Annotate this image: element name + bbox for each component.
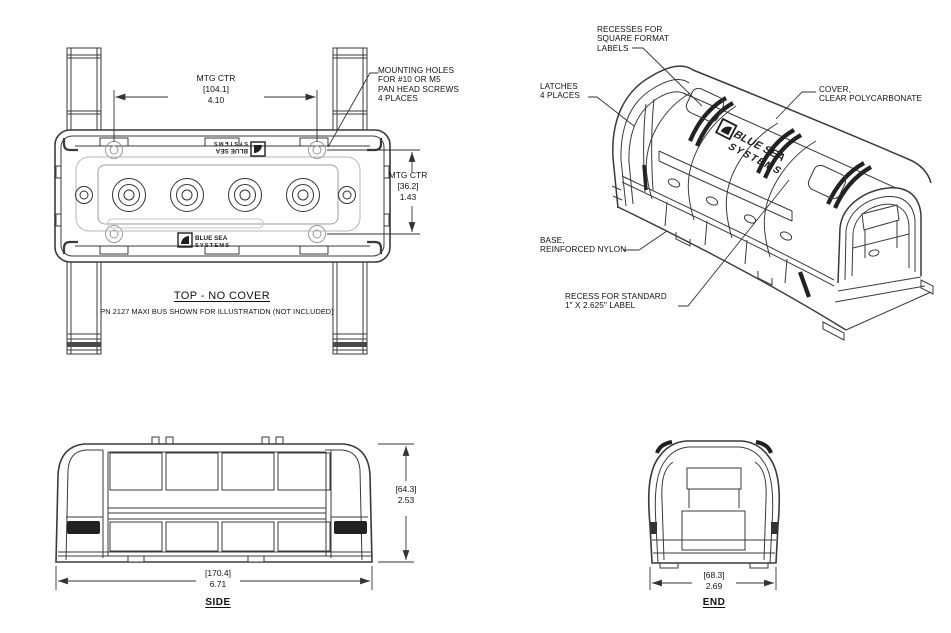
callout-recesses: RECESSES FOR SQUARE FORMAT LABELS [597,25,670,53]
maxi-bus-bar [75,156,361,232]
leader-recesses [632,47,703,107]
far-end-arch [611,65,694,209]
end-view-label: END [702,597,726,608]
etched-text-strip [107,218,264,229]
leader-latches [588,96,635,127]
mounting-leg-top-right [332,47,368,134]
end-view-drawing [647,440,781,590]
dim-mtg-ctr-vertical [327,149,420,235]
mounting-leg-bottom-right [332,257,368,355]
latch-side-left [650,522,657,534]
latch-top-left [655,440,673,454]
brand-mark-top: BLUE SEA SYSTEMS [213,140,266,157]
dim-text-side-height: [64.3] 2.53 [395,484,417,505]
bus-end-holes [75,186,356,204]
top-view-drawing: BLUE SEA SYSTEMS BLUE SEA SYSTEMS [54,47,420,355]
brand-mark-bottom: BLUE SEA SYSTEMS [177,232,230,249]
side-panels [109,452,331,552]
latch-band-left [67,521,100,534]
mounting-leg-bottom-left [66,257,102,355]
dim-side-width [55,566,373,590]
cover-ridge [692,69,932,184]
cover-ribs [645,92,817,258]
mounting-leg-top-left [66,47,102,134]
finger-bumps [667,178,793,241]
side-view-drawing [55,436,414,590]
dim-text-side-width: [170.4] 6.71 [205,568,231,589]
brand-text: SYSTEMS [195,243,230,249]
square-label-recess-far [685,87,725,123]
callout-label-recess: RECESS FOR STANDARD 1" X 2.625" LABEL [565,292,667,311]
brand-text: SYSTEMS [213,140,248,146]
latch-top-right [755,440,773,454]
leader-base [623,230,668,251]
mounting-holes [105,141,326,243]
brand-text: BLUE SEA [215,147,248,154]
base-body-top-view [54,129,391,263]
callout-latches: LATCHES 4 PLACES [540,82,580,101]
leader-cover [775,91,816,120]
callout-leaders [588,47,816,307]
dim-end-width [649,567,777,590]
dim-text-mtg-ctr-horizontal: MTG CTR [104.1] 4.10 [196,73,236,105]
callout-mounting-holes: MOUNTING HOLES FOR #10 OR M5 PAN HEAD SC… [378,66,459,104]
dim-side-height [378,443,414,563]
dim-text-end-width: [68.3] 2.69 [703,570,725,591]
isometric-view-drawing: BLUE SEA SYSTEMS [588,47,934,341]
dim-mtg-ctr-horizontal [113,90,318,142]
callout-cover: COVER, CLEAR POLYCARBONATE [819,85,923,104]
base-skirt [617,175,934,341]
square-label-recess-near [807,164,847,200]
top-view-title: TOP - NO COVER [173,290,271,302]
dim-text-mtg-ctr-vertical: MTG CTR [36.2] 1.43 [388,170,428,202]
near-end-arch [837,187,922,292]
latch-band-right [334,521,367,534]
latch-bands-top [688,96,873,298]
brand-text: BLUE SEA [195,235,228,242]
leader-mounting-holes [327,72,378,148]
side-view-label: SIDE [205,597,231,608]
callout-base: BASE, REINFORCED NYLON [540,236,627,255]
latch-side-right [771,522,778,534]
bus-terminal-studs [112,178,320,212]
front-label-recess [658,150,793,222]
leader-label-recess [678,179,790,307]
top-view-note: PN 2127 MAXI BUS SHOWN FOR ILLUSTRATION … [100,307,334,316]
